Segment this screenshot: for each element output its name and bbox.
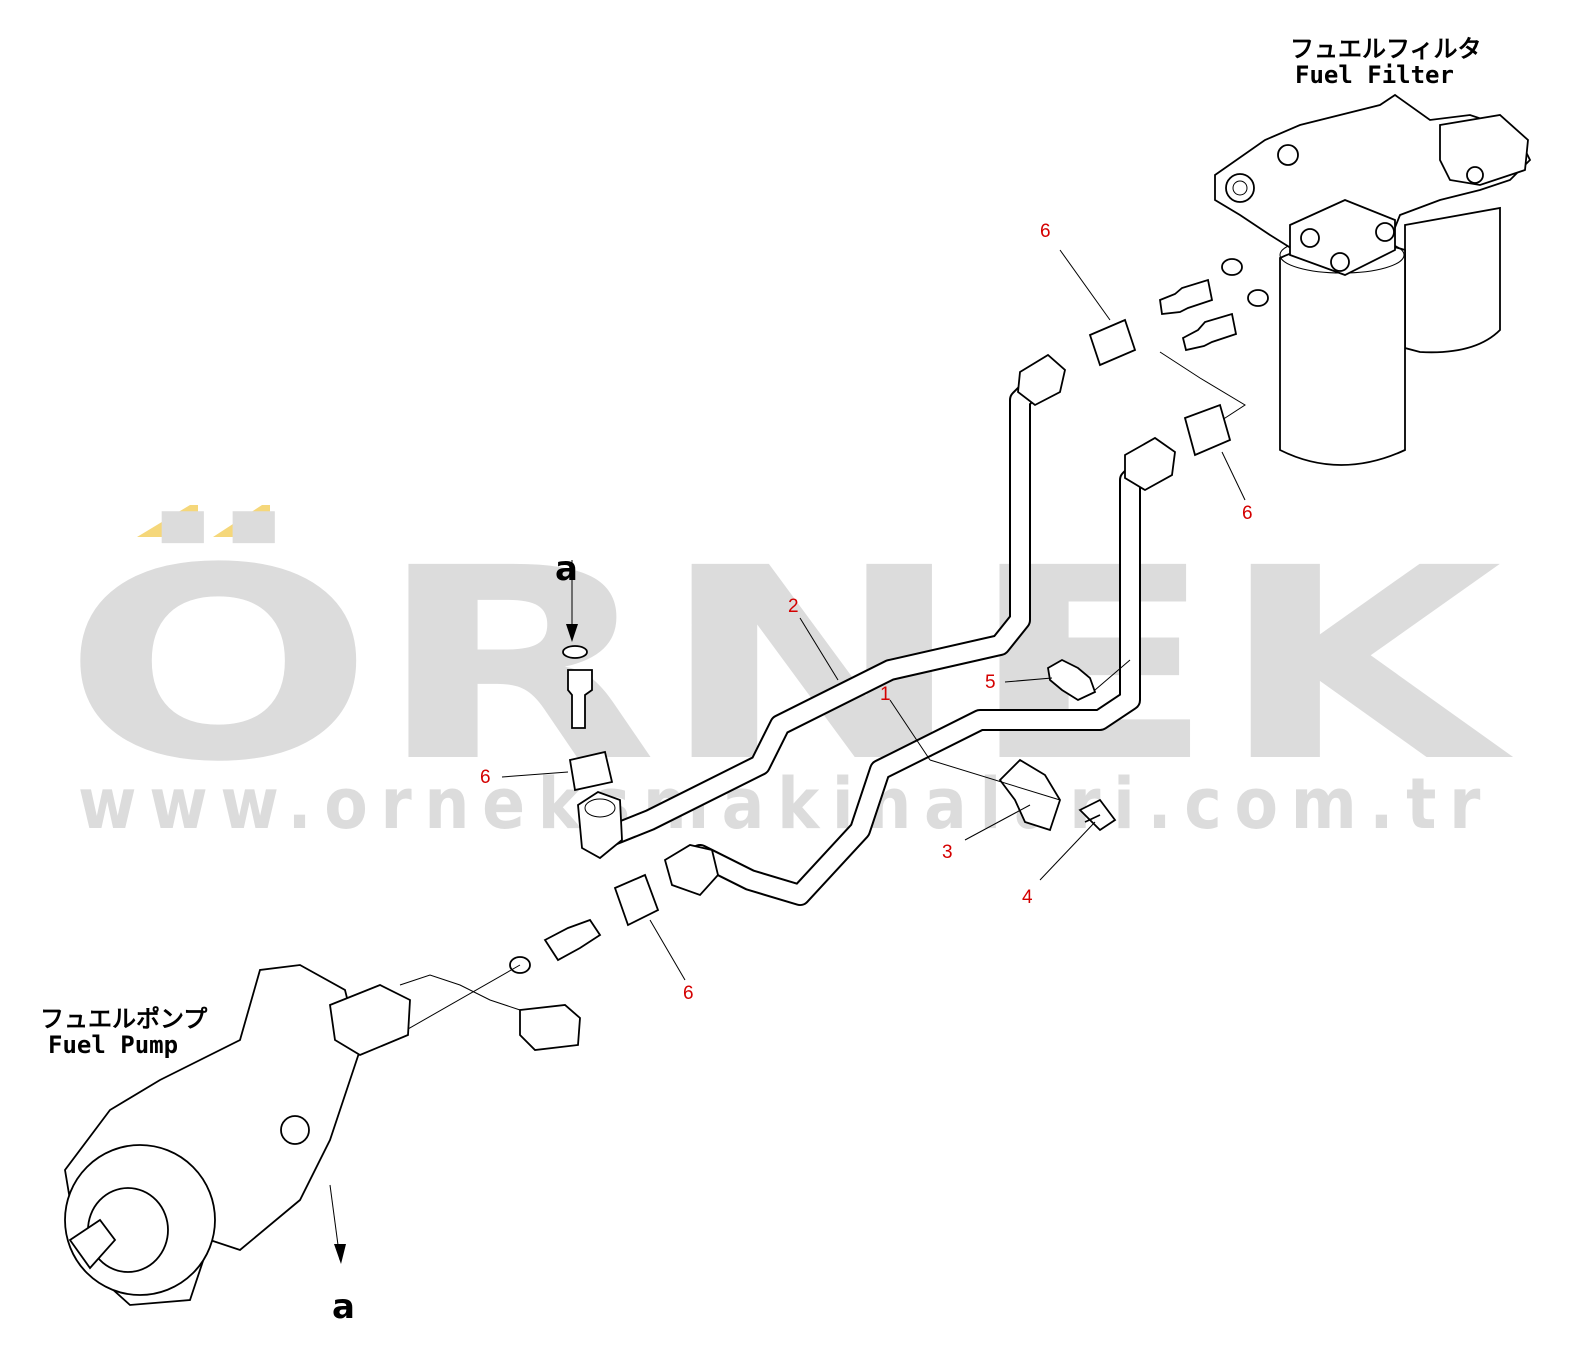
callout-6-bottom: 6 <box>683 983 694 1004</box>
fuel-filter: フュエルフィルタ Fuel Filter <box>1214 35 1532 466</box>
filter-bolt-hole <box>1277 144 1299 166</box>
tube-1 <box>663 436 1176 906</box>
filter-port-block <box>1289 199 1396 276</box>
fuel-pump: フュエルポンプ Fuel Pump <box>40 964 581 1306</box>
adapter-lower <box>1181 312 1238 352</box>
leader-1 <box>889 699 931 761</box>
bolt-shank <box>1084 814 1101 823</box>
watermark-url: www.orneksmakinalari.com.tr <box>78 763 1493 845</box>
watermark-accent-right <box>213 505 270 537</box>
adapter-pump <box>543 918 602 962</box>
watermark-accent-left <box>137 505 198 537</box>
leader-5 <box>1004 677 1053 683</box>
clamp <box>1047 658 1097 702</box>
leader-3 <box>964 804 1031 841</box>
filter-mount-hole <box>1225 173 1255 203</box>
o-ring-ref-a <box>562 645 588 659</box>
cap-left <box>568 750 614 792</box>
callout-5: 5 <box>985 672 996 693</box>
filter-sensor-plug <box>1466 166 1484 184</box>
callouts: 1 2 3 4 5 6 6 6 6 <box>480 221 1253 1004</box>
leader-6-upper <box>1059 249 1111 321</box>
pump-wire <box>399 974 541 1019</box>
tube-1-nut-bottom <box>663 844 719 897</box>
ref-a-top: a <box>555 549 578 589</box>
leader-lines <box>501 249 1246 981</box>
tube-1-fill <box>691 451 1159 904</box>
cap-upper <box>1088 318 1137 367</box>
filter-port-1 <box>1300 228 1320 248</box>
adapter-upper <box>1159 278 1214 315</box>
callout-3: 3 <box>942 842 953 863</box>
leader-1-ext <box>929 759 1061 801</box>
leader-6-left <box>501 771 569 778</box>
adapter-ref-a <box>567 669 593 729</box>
filter-port-2 <box>1375 222 1395 242</box>
filter-port-3 <box>1330 252 1350 272</box>
leader-6-right <box>1221 451 1246 501</box>
tube-1-nut-top <box>1124 436 1176 492</box>
fuel-filter-label-en: Fuel Filter <box>1295 61 1454 89</box>
bracket <box>998 758 1061 832</box>
callout-2: 2 <box>788 596 799 617</box>
tube-2 <box>577 353 1066 860</box>
filter-mount-hole-inner <box>1232 180 1248 196</box>
fuel-filter-label-jp: フュエルフィルタ <box>1290 35 1482 63</box>
callout-4: 4 <box>1022 887 1033 908</box>
callout-6-left: 6 <box>480 767 491 788</box>
tube-2-nut-top <box>1017 353 1066 407</box>
leader-4 <box>1039 821 1096 881</box>
ref-a-bottom: a <box>332 1287 355 1327</box>
fuel-pump-label-en: Fuel Pump <box>48 1031 178 1059</box>
ref-a-arrowhead-bottom <box>334 1244 346 1264</box>
cap-right <box>1183 403 1232 457</box>
cap-bottom <box>613 873 660 927</box>
o-ring-lower <box>1247 289 1269 307</box>
filter-canister-front <box>1279 240 1406 466</box>
leader-2 <box>799 617 839 681</box>
leader-adapter <box>1159 351 1246 421</box>
protective-caps <box>568 318 1232 927</box>
leader-5-ext <box>1094 659 1131 691</box>
pump-connector <box>519 1004 581 1051</box>
filter-canister-rear <box>1404 206 1501 354</box>
filter-sensor <box>1439 114 1529 186</box>
watermark-brand: ÖRNEK <box>62 509 1516 820</box>
pump-shaft <box>68 1218 117 1270</box>
filter-fittings <box>1159 258 1269 421</box>
hardware <box>998 658 1117 832</box>
pump-port <box>280 1115 310 1145</box>
tube-2-nut-bottom <box>577 791 623 860</box>
leader-6-bottom <box>649 919 686 981</box>
o-ring-upper <box>1221 258 1243 276</box>
watermark: ÖRNEK www.orneksmakinalari.com.tr <box>62 505 1516 845</box>
tube-2-fill <box>591 371 1049 849</box>
callout-6-upper: 6 <box>1040 221 1051 242</box>
fuel-pump-label-jp: フュエルポンプ <box>40 1005 208 1033</box>
pump-solenoid <box>329 984 411 1057</box>
tube-2-nut-face <box>584 798 616 818</box>
pump-fittings <box>379 560 602 1046</box>
ref-a-arrowhead-top <box>566 624 578 642</box>
callout-6-right: 6 <box>1242 503 1253 524</box>
callout-1: 1 <box>880 684 891 705</box>
